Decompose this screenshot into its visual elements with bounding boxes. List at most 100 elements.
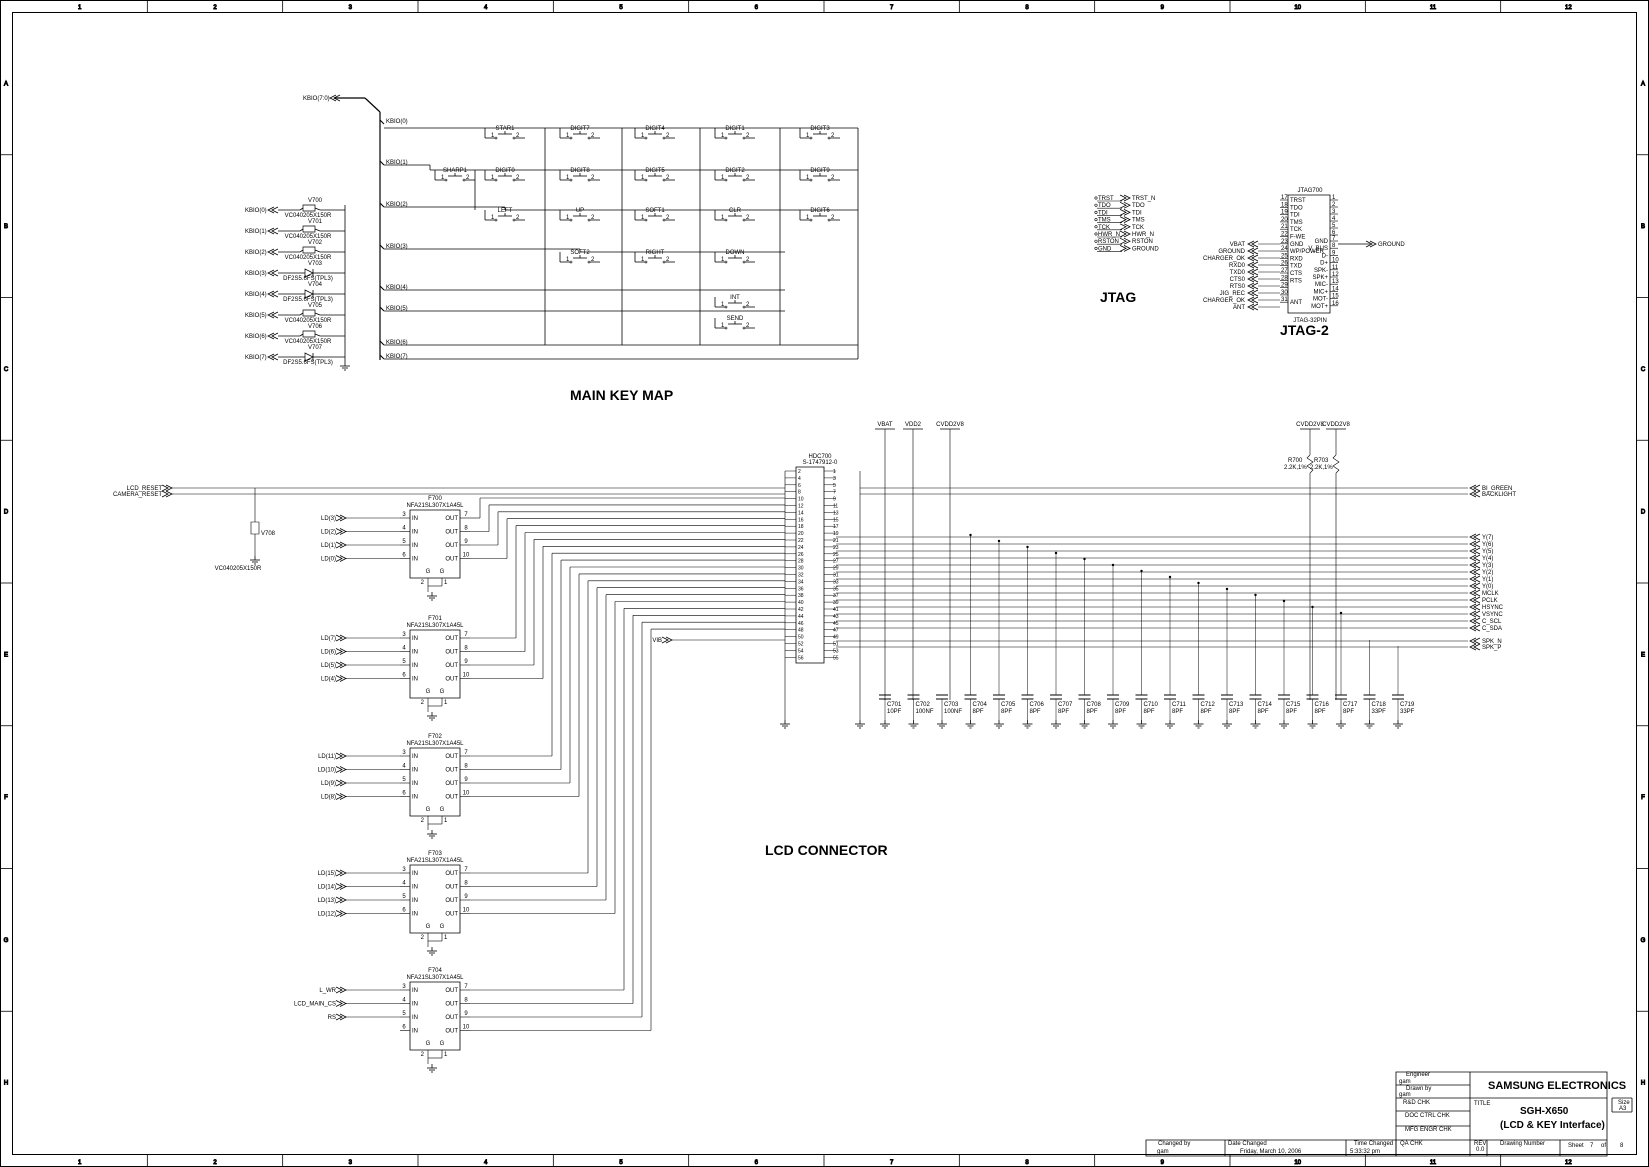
cap-ref: C705 xyxy=(1001,702,1016,708)
port-arrow xyxy=(1248,248,1254,254)
port-arrow xyxy=(272,354,278,360)
lcd-connector-body xyxy=(796,467,824,663)
junction xyxy=(1225,587,1229,591)
cap-ref: C719 xyxy=(1400,702,1415,708)
pin-name: OUT xyxy=(445,530,458,536)
cap-value: 8PF xyxy=(1172,709,1183,715)
port-arrow xyxy=(1248,262,1254,268)
wire xyxy=(300,208,303,210)
pin-number: 16 xyxy=(1332,301,1339,307)
pin-number: 16 xyxy=(798,517,804,523)
jtag2-pin-name: MOT+ xyxy=(1311,304,1328,310)
rd-check-label: R&D CHK xyxy=(1403,1100,1430,1106)
test-point xyxy=(1094,246,1098,250)
key-label: DIGIT1 xyxy=(725,126,745,132)
port-arrow xyxy=(1470,562,1476,568)
reset-esd-ref: V708 xyxy=(261,531,276,537)
filter-input-net: LD(6) xyxy=(321,650,336,656)
switch-contact xyxy=(827,178,831,182)
ground-symbol xyxy=(1365,720,1375,728)
keymap-bus-line-label: KBIO(2) xyxy=(386,202,408,208)
pullup-power-label: CVDD2V8 xyxy=(1322,422,1350,428)
lcd-connector-block: LCD_RESETCAMERA_RESETV708VC040205X150RBI… xyxy=(113,422,1516,1072)
key-label: DOWN xyxy=(726,250,745,256)
esd-part-number: VC040205X150R xyxy=(285,339,332,345)
pin-number: 1 xyxy=(566,133,570,139)
esd-part-number: DF2S5.6FS(TPL3) xyxy=(283,297,333,303)
wire xyxy=(315,334,320,336)
switch-contact xyxy=(742,218,746,222)
filter-ref: F704 xyxy=(428,968,442,974)
pin-number: 21 xyxy=(1281,224,1288,230)
pin-name: OUT xyxy=(445,768,458,774)
ground-symbol xyxy=(1165,720,1175,728)
lcd-right-net: SPK_P xyxy=(1482,645,1501,651)
jtag-net-label: TCK xyxy=(1132,225,1144,231)
pin-number: 22 xyxy=(798,538,804,544)
jtag2-pin-name: RTS xyxy=(1290,278,1302,284)
port-arrow xyxy=(336,635,342,641)
port-arrow xyxy=(1124,245,1130,251)
power-rail-label: VBAT xyxy=(877,422,893,428)
port-arrow xyxy=(340,556,346,562)
ground-symbol xyxy=(880,720,890,728)
keymap-bus-line-label: KBIO(4) xyxy=(386,285,408,291)
pin-number: 3 xyxy=(402,750,406,756)
port-arrow xyxy=(1120,202,1126,208)
jtag2-pin-name: RXD xyxy=(1290,256,1303,262)
pin-number: 8 xyxy=(798,490,801,496)
cap-ref: C711 xyxy=(1172,702,1187,708)
lcd-right-net: PCLK xyxy=(1482,598,1498,604)
port-arrow xyxy=(1120,224,1126,230)
wire xyxy=(300,313,303,315)
port-arrow xyxy=(1248,297,1254,303)
filter-input-net: LD(4) xyxy=(321,677,336,683)
filter-input-net: L_WR xyxy=(319,988,336,994)
column-label-top: 10 xyxy=(1294,5,1301,11)
jtag2-title: JTAG-2 xyxy=(1280,322,1329,338)
port-arrow xyxy=(340,870,346,876)
port-arrow xyxy=(336,662,342,668)
connector-ref: HDC700 xyxy=(808,454,832,460)
pin-number: 1 xyxy=(566,215,570,221)
switch-contact xyxy=(512,218,516,222)
esd-ref: V704 xyxy=(308,282,323,288)
pin-number: 31 xyxy=(833,573,839,579)
pin-number: 46 xyxy=(798,621,804,627)
pin-number: 1 xyxy=(444,935,448,941)
port-arrow xyxy=(336,649,342,655)
port-arrow xyxy=(340,987,346,993)
main-key-map: KBIO(7:0)KBIO(0)KBIO(1)KBIO(2)KBIO(3)KBI… xyxy=(245,95,858,370)
port-arrow xyxy=(336,529,342,535)
column-label-bottom: 10 xyxy=(1294,1160,1301,1166)
ground-symbol xyxy=(427,830,437,838)
pin-number: 17 xyxy=(1281,195,1288,201)
port-arrow xyxy=(336,884,342,890)
bus-entry xyxy=(380,341,384,345)
row-label-left: F xyxy=(4,795,8,801)
pin-name: IN xyxy=(412,912,418,918)
switch-contact xyxy=(809,136,813,140)
pin-number: 2 xyxy=(798,469,801,475)
switch-contact xyxy=(569,178,573,182)
junction xyxy=(1254,593,1257,597)
pin-number: 2 xyxy=(746,257,750,263)
lcd-right-net: Y(0) xyxy=(1482,584,1493,590)
port-arrow xyxy=(1248,304,1254,310)
ground-symbol xyxy=(427,592,437,600)
port-arrow xyxy=(340,911,346,917)
row-label-right: F xyxy=(1641,795,1645,801)
keymap-bus-label: KBIO(7:0) xyxy=(303,96,330,102)
cap-ref: C712 xyxy=(1201,702,1216,708)
